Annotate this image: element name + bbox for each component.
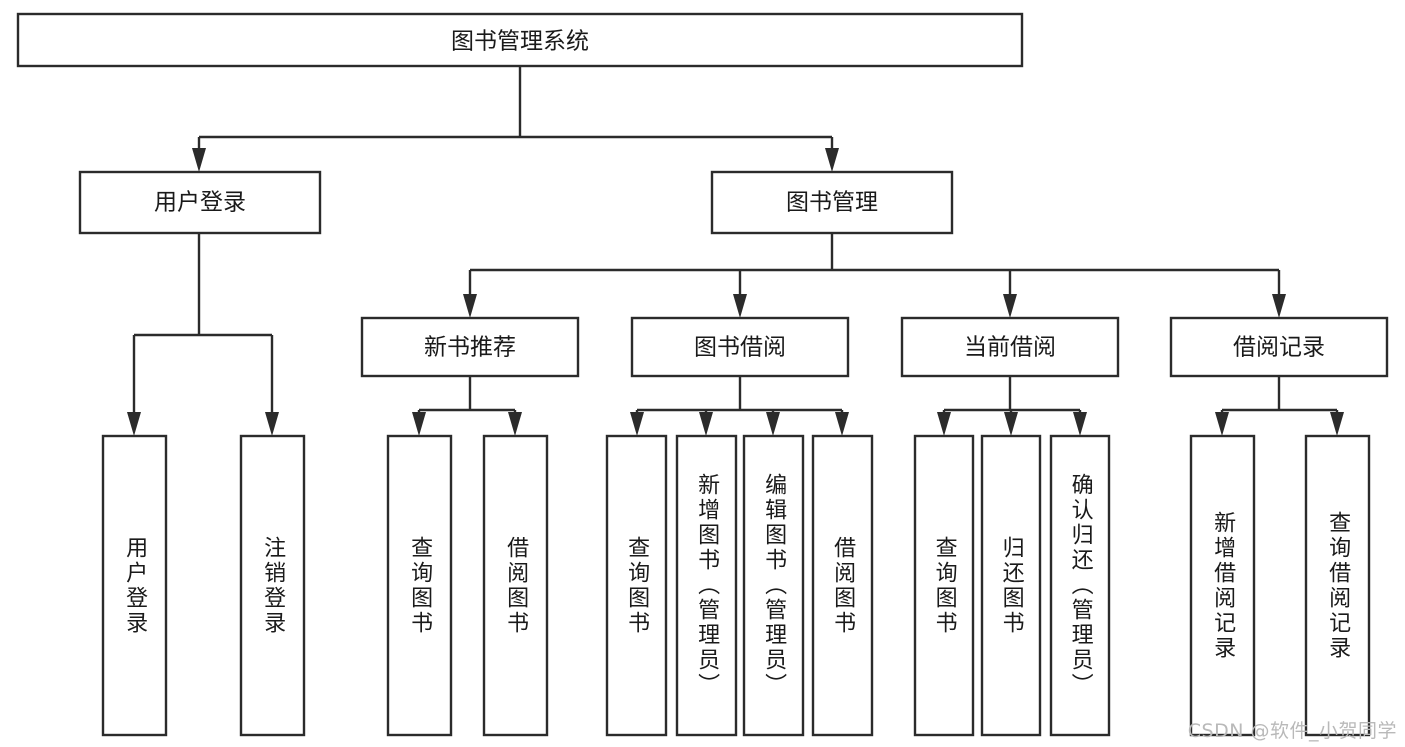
leaf-label-wrap-add-book: 新增图书（管理员） (677, 436, 736, 735)
node-book-borrow-label: 图书借阅 (694, 335, 786, 361)
leaf-label-wrap-add-record: 新增借阅记录 (1191, 436, 1254, 735)
node-book-borrow-box[interactable] (630, 316, 850, 378)
leaf-label-wrap-borrow-book-1: 借阅图书 (484, 436, 547, 735)
node-user-login-label: 用户登录 (154, 190, 246, 216)
watermark-text: CSDN @软件_小贺同学 (1187, 720, 1397, 742)
node-current-borrow-label: 当前借阅 (964, 335, 1056, 361)
connector-borrowrecord-to-leaves (1215, 376, 1344, 436)
leaf-label-wrap-query-book-2: 查询图书 (607, 436, 666, 735)
leaf-box-confirm-return[interactable] (1049, 434, 1111, 737)
leaf-label-wrap-return-book: 归还图书 (982, 436, 1040, 735)
node-root-box[interactable] (16, 12, 1024, 68)
leaf-box-query-book-1[interactable] (386, 434, 453, 737)
leaf-label-borrow-book-1: 借阅图书 (503, 535, 529, 636)
leaf-label-user-login: 用户登录 (122, 535, 148, 636)
leaf-box-user-login[interactable] (101, 434, 168, 737)
leaf-label-add-book: 新增图书（管理员） (694, 473, 720, 698)
leaf-box-query-record[interactable] (1304, 434, 1371, 737)
leaf-box-borrow-book-1[interactable] (482, 434, 549, 737)
leaf-label-wrap-confirm-return: 确认归还（管理员） (1051, 436, 1109, 735)
connector-bookborrow-to-leaves (630, 376, 849, 436)
leaf-label-query-record: 查询借阅记录 (1325, 510, 1351, 661)
node-new-book-recommend-label: 新书推荐 (424, 335, 516, 361)
leaf-label-query-book-3: 查询图书 (931, 535, 957, 636)
leaf-box-borrow-book-2[interactable] (811, 434, 874, 737)
leaf-box-edit-book[interactable] (742, 434, 805, 737)
leaf-label-confirm-return: 确认归还（管理员） (1067, 473, 1093, 698)
connector-currentborrow-to-leaves (937, 376, 1087, 436)
leaf-label-wrap-borrow-book-2: 借阅图书 (813, 436, 872, 735)
leaf-box-query-book-3[interactable] (913, 434, 975, 737)
leaf-box-user-logout[interactable] (239, 434, 306, 737)
node-book-manage-box[interactable] (710, 170, 954, 235)
connector-root-to-level2 (192, 66, 839, 172)
node-borrow-record-label: 借阅记录 (1233, 335, 1325, 361)
node-current-borrow-box[interactable] (900, 316, 1120, 378)
connector-newbook-to-leaves (412, 376, 522, 436)
leaf-box-add-book[interactable] (675, 434, 738, 737)
node-borrow-record-box[interactable] (1169, 316, 1389, 378)
leaf-box-return-book[interactable] (980, 434, 1042, 737)
node-root-label: 图书管理系统 (451, 29, 589, 55)
node-user-login-box[interactable] (78, 170, 322, 235)
connector-userlogin-to-leaves (127, 233, 279, 436)
leaf-label-wrap-user-login: 用户登录 (103, 436, 166, 735)
leaf-box-add-record[interactable] (1189, 434, 1256, 737)
node-book-manage-label: 图书管理 (786, 190, 878, 216)
leaf-label-wrap-user-logout: 注销登录 (241, 436, 304, 735)
node-new-book-recommend-box[interactable] (360, 316, 580, 378)
leaf-label-user-logout: 注销登录 (260, 535, 286, 636)
connector-bookmanage-to-level3 (463, 233, 1286, 318)
leaf-label-query-book-1: 查询图书 (407, 535, 433, 636)
leaf-label-edit-book: 编辑图书（管理员） (761, 473, 787, 698)
leaf-label-wrap-query-book-1: 查询图书 (388, 436, 451, 735)
leaf-box-query-book-2[interactable] (605, 434, 668, 737)
leaf-label-query-book-2: 查询图书 (624, 535, 650, 636)
leaf-label-wrap-query-book-3: 查询图书 (915, 436, 973, 735)
leaf-label-wrap-edit-book: 编辑图书（管理员） (744, 436, 803, 735)
leaf-label-borrow-book-2: 借阅图书 (830, 535, 856, 636)
leaf-label-return-book: 归还图书 (998, 535, 1024, 636)
leaf-label-wrap-query-record: 查询借阅记录 (1306, 436, 1369, 735)
leaf-label-add-record: 新增借阅记录 (1210, 510, 1236, 661)
